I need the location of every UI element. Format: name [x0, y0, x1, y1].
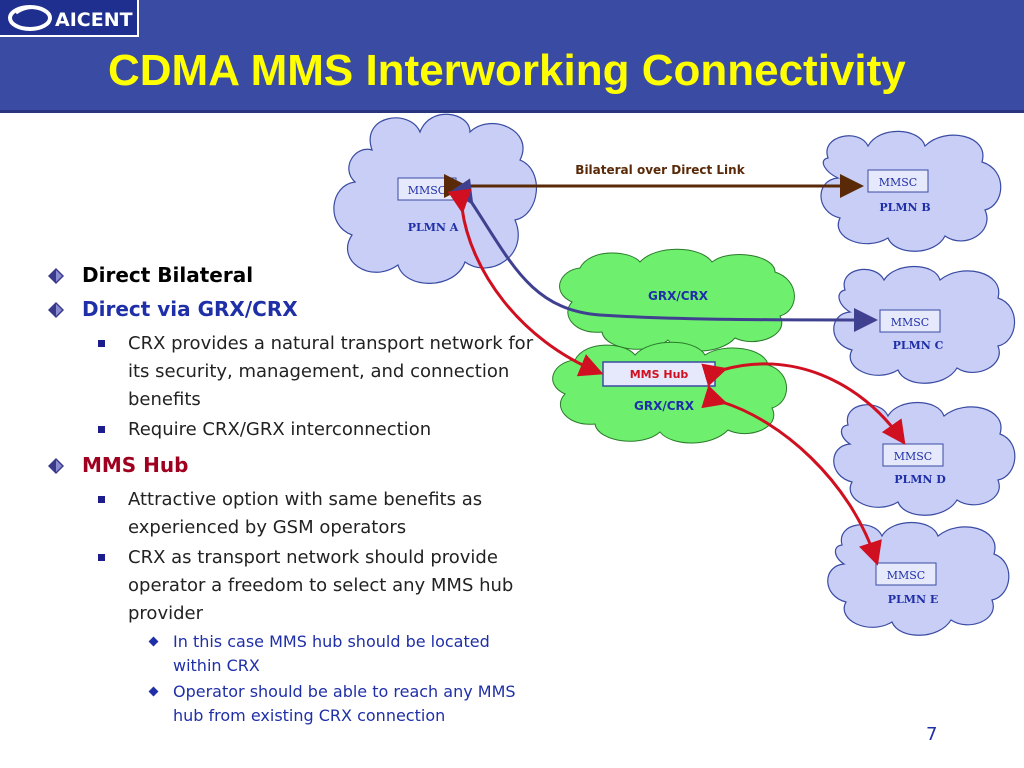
plmn-label-c: PLMN C: [893, 339, 944, 352]
page-title: CDMA MMS Interworking Connectivity: [108, 46, 906, 95]
logo: AICENT: [0, 0, 139, 37]
mmsc-label-e: MMSC: [887, 569, 925, 582]
sub-bullet: CRX provides a natural transport network…: [48, 330, 538, 414]
mmsc-box-d: [882, 443, 944, 467]
sub-sub-bullet: In this case MMS hub should be located w…: [48, 630, 538, 678]
diamond-bullet-icon: [48, 458, 64, 474]
sub-bullet: CRX as transport network should provide …: [48, 544, 538, 628]
sub-bullet: Attractive option with same benefits as …: [48, 486, 538, 542]
mmsc-label-a: MMSC: [408, 184, 446, 197]
hub-link-arrow-e: [701, 385, 882, 566]
square-bullet-icon: [98, 496, 105, 503]
bullet-mms-hub: MMS Hub: [48, 452, 538, 478]
mmsc-label-d: MMSC: [894, 450, 932, 463]
grx-label-hub: GRX/CRX: [634, 399, 695, 413]
mmsc-label-c: MMSC: [891, 316, 929, 329]
hub-link-arrow-a: [447, 188, 604, 377]
square-bullet-icon: [98, 340, 105, 347]
page-number: 7: [926, 724, 938, 745]
sub-sub-bullet: Operator should be able to reach any MMS…: [48, 680, 538, 728]
grx-label-top: GRX/CRX: [648, 289, 709, 303]
mmsc-label-b: MMSC: [879, 176, 917, 189]
hub-link-arrow-d: [701, 362, 906, 445]
bullet-list: Direct Bilateral Direct via GRX/CRX CRX …: [48, 262, 538, 730]
header-bar: [0, 0, 1024, 110]
plmn-label-a: PLMN A: [408, 221, 459, 234]
diamond-bullet-icon: [48, 268, 64, 284]
plmn-label-b: PLMN B: [879, 201, 930, 214]
mms-hub-label: MMS Hub: [630, 368, 689, 381]
mms-hub-box: [602, 361, 716, 387]
square-bullet-icon: [98, 554, 105, 561]
bilateral-link-label: Bilateral over Direct Link: [575, 163, 745, 177]
square-bullet-icon: [98, 426, 105, 433]
diamond-small-bullet-icon: [148, 636, 159, 647]
diamond-small-bullet-icon: [148, 686, 159, 697]
globe-icon: [8, 5, 52, 31]
bullet-direct-grx: Direct via GRX/CRX: [48, 296, 538, 322]
mmsc-box-c: [879, 309, 941, 333]
cloud-grx-hub: [552, 341, 787, 444]
plmn-label-d: PLMN D: [894, 473, 946, 486]
logo-text: AICENT: [55, 9, 133, 31]
header-divider: [0, 110, 1024, 113]
bullet-direct-bilateral: Direct Bilateral: [48, 262, 538, 288]
sub-bullet: Require CRX/GRX interconnection: [48, 416, 538, 444]
mmsc-box-e: [875, 562, 937, 586]
plmn-label-e: PLMN E: [888, 593, 938, 606]
diamond-bullet-icon: [48, 302, 64, 318]
